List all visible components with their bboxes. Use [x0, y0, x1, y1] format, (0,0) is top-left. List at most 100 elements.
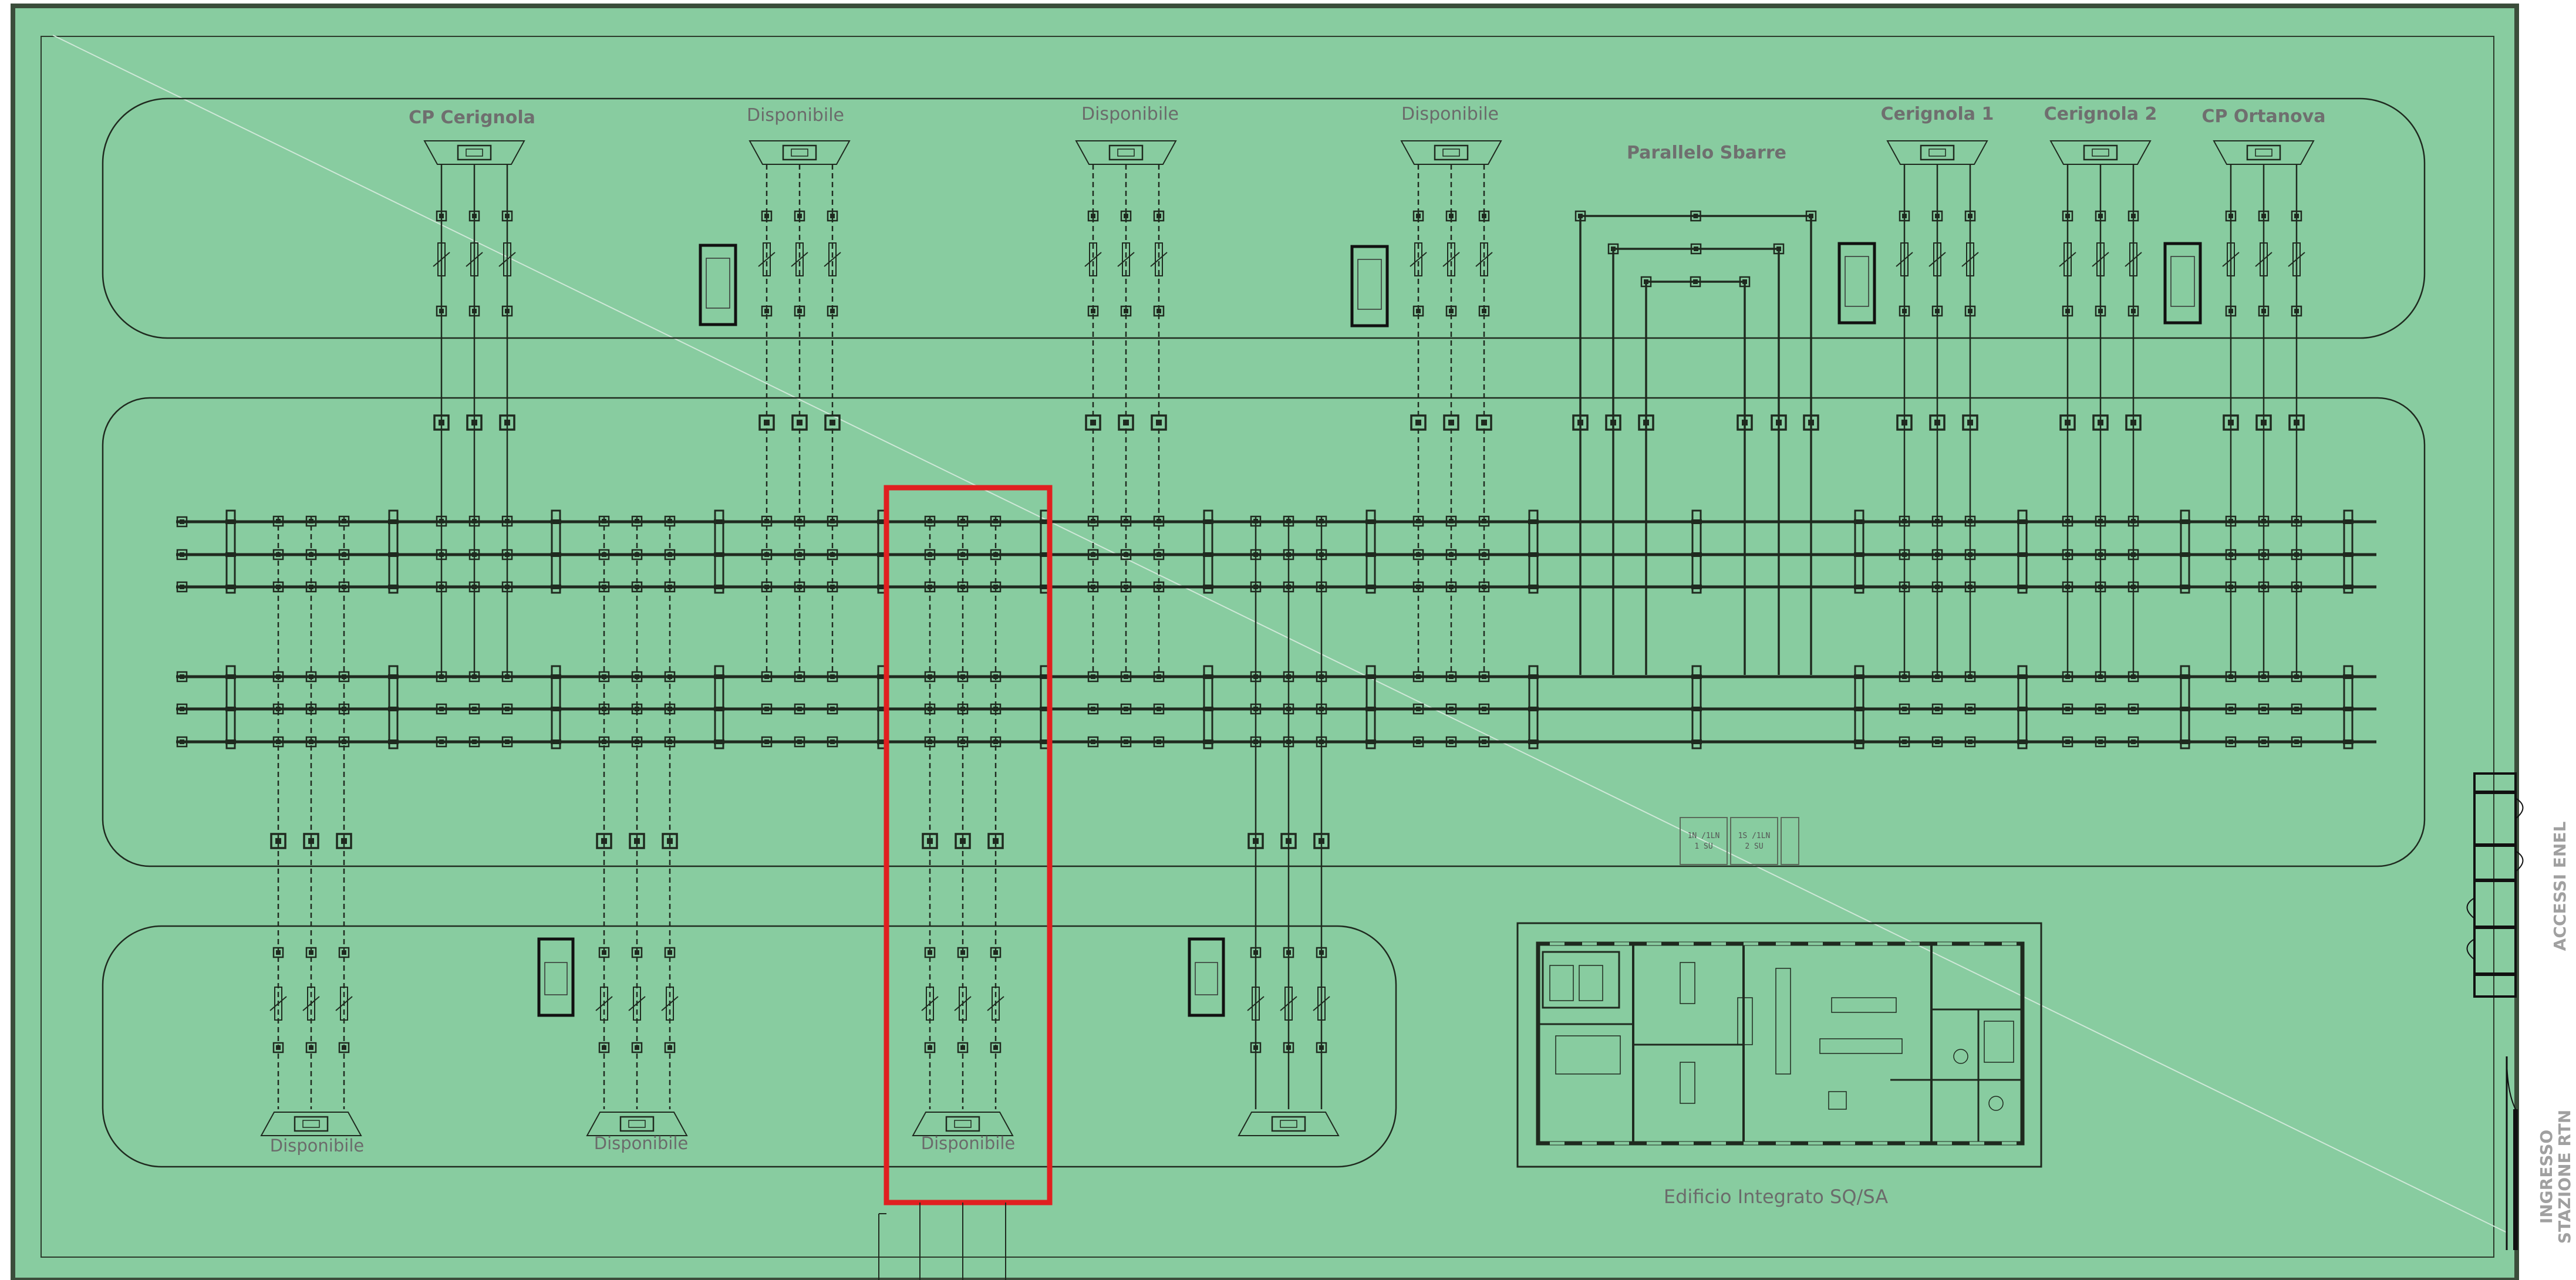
terminal-dot — [764, 552, 769, 557]
terminal-box — [1640, 276, 1652, 288]
terminal-dot — [928, 552, 932, 557]
terminal-box — [1931, 515, 1943, 527]
separator-clamp — [1365, 739, 1376, 744]
terminal-dot — [1286, 519, 1291, 524]
terminal-box — [305, 549, 317, 560]
terminal-dot — [1253, 519, 1258, 524]
terminal-box — [338, 947, 350, 958]
terminal-dot — [342, 707, 346, 711]
terminal-dot — [2294, 552, 2299, 557]
terminal-dot — [1449, 707, 1454, 711]
breaker-core — [1481, 420, 1487, 425]
disconnector-blade — [1961, 252, 1979, 267]
terminal-box — [2291, 581, 2302, 593]
terminal-box — [501, 305, 513, 317]
terminal-dot — [1968, 674, 1973, 679]
terminal-dot — [2294, 309, 2299, 313]
terminal-dot — [635, 950, 639, 955]
busbar-separator — [1365, 509, 1376, 594]
bay-label-disponibile-top-1: Disponibile — [747, 105, 844, 126]
terminal-dot — [1482, 552, 1486, 557]
terminal-box — [338, 671, 350, 683]
terminal-dot — [2228, 214, 2233, 218]
separator-clamp — [1203, 674, 1213, 679]
terminal-box — [338, 736, 350, 748]
breaker-symbol — [1280, 833, 1297, 849]
terminal-box — [2225, 581, 2237, 593]
tag-boxes: 1N /1LN 1S /1LN 1 SU 2 SU — [1680, 817, 1799, 865]
bottom-bays-group — [260, 515, 1340, 1136]
terminal-dot — [342, 739, 346, 744]
terminal-dot — [1968, 739, 1973, 744]
terminal-box — [990, 549, 1002, 560]
terminal-box — [1120, 210, 1132, 222]
breaker-symbol — [1410, 414, 1427, 431]
separator-clamp — [2180, 552, 2190, 557]
terminal-box — [631, 736, 643, 748]
separator-clamp — [225, 585, 236, 589]
terminal-box — [501, 210, 513, 222]
terminal-dot — [1416, 552, 1421, 557]
terminal-dot — [1416, 214, 1421, 218]
terminal-box — [468, 703, 480, 715]
terminal-dot — [667, 1045, 672, 1050]
terminal-dot — [1416, 519, 1421, 524]
busbar-separator — [225, 509, 236, 594]
disconnector-symbol — [2227, 242, 2235, 276]
separator-clamp — [877, 585, 888, 589]
terminal-dot — [1091, 674, 1095, 679]
terminal-dot — [2131, 674, 2136, 679]
terminal-dot — [993, 707, 998, 711]
terminal-dot — [1482, 585, 1486, 589]
breaker-core — [634, 838, 640, 844]
separator-clamp — [388, 707, 399, 711]
separator-clamp — [225, 552, 236, 557]
terminal-dot — [276, 707, 281, 711]
disconnector-symbol — [1317, 987, 1326, 1021]
terminal-box — [794, 515, 805, 527]
terminal-dot — [439, 739, 444, 744]
terminal-box — [272, 515, 284, 527]
breaker-core — [667, 838, 673, 844]
terminal-dot — [830, 674, 835, 679]
terminal-box — [794, 736, 805, 748]
terminal-dot — [2131, 707, 2136, 711]
terminal-box — [1964, 736, 1976, 748]
kiosk-bottom-2 — [1188, 937, 1225, 1017]
bay-label-parallelo-sbarre: Parallelo Sbarre — [1627, 143, 1786, 163]
separator-clamp — [714, 552, 724, 557]
disconnector-blade — [661, 996, 679, 1011]
kiosk-top-3 — [1837, 242, 1876, 325]
tag-text-4: 2 SU — [1745, 842, 1763, 851]
terminal-dot — [830, 739, 835, 744]
terminal-dot — [635, 552, 639, 557]
breaker-symbol — [1443, 414, 1459, 431]
terminal-box — [598, 581, 610, 593]
line-terminal-core — [457, 144, 492, 161]
terminal-dot — [764, 707, 769, 711]
terminal-dot — [2131, 585, 2136, 589]
terminal-box — [305, 703, 317, 715]
terminal-box — [794, 210, 805, 222]
terminal-dot — [1091, 585, 1095, 589]
terminal-dot — [1286, 1045, 1291, 1050]
terminal-dot — [1124, 519, 1128, 524]
breaker-symbol — [662, 833, 678, 849]
separator-clamp — [2017, 674, 2028, 679]
terminal-box — [631, 549, 643, 560]
terminal-dot — [342, 674, 346, 679]
terminal-box — [1931, 703, 1943, 715]
terminal-dot — [2065, 585, 2070, 589]
terminal-dot — [2131, 214, 2136, 218]
terminal-dot — [1319, 739, 1324, 744]
terminal-box — [2225, 703, 2237, 715]
terminal-box — [1899, 581, 1910, 593]
terminal-box — [1931, 671, 1943, 683]
terminal-box — [794, 703, 805, 715]
terminal-box — [1899, 549, 1910, 560]
terminal-box — [2127, 671, 2139, 683]
separator-clamp — [1854, 739, 1864, 744]
breaker-core — [341, 838, 347, 844]
separator-clamp — [1691, 674, 1702, 679]
separator-clamp — [1365, 552, 1376, 557]
